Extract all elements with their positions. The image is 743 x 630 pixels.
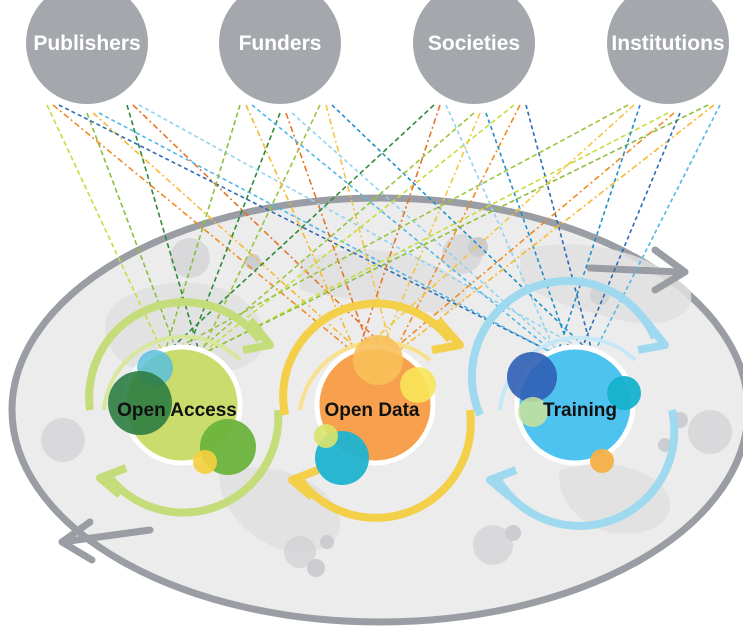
connection-line	[285, 112, 376, 366]
stakeholder-societies: Societies	[413, 0, 535, 104]
stakeholder-institutions: Institutions	[607, 0, 729, 104]
connection-line	[485, 112, 576, 366]
connection-line	[138, 104, 594, 356]
stakeholder-publishers: Publishers	[26, 0, 148, 104]
connection-line	[86, 112, 183, 366]
cycle-arrow-top-head	[651, 246, 689, 294]
stakeholder-label: Publishers	[33, 32, 140, 55]
connection-line	[163, 104, 241, 356]
connection-line	[251, 104, 558, 356]
connection-line	[199, 104, 515, 356]
hub-open-access: Open Access	[85, 298, 283, 517]
hub-label: Open Access	[117, 400, 237, 421]
connection-line	[52, 104, 358, 356]
connection-line	[356, 104, 441, 356]
stakeholder-funders: Funders	[219, 0, 341, 104]
connection-line	[163, 104, 435, 356]
connection-line	[98, 112, 576, 366]
connection-line	[291, 112, 576, 366]
connection-line	[445, 104, 558, 356]
hub-training: Training	[467, 276, 679, 530]
connection-line	[132, 104, 394, 356]
connection-line	[556, 104, 641, 356]
connection-line	[325, 104, 394, 356]
connection-line	[574, 112, 681, 366]
connection-line	[199, 104, 709, 356]
connection-line	[181, 112, 475, 366]
connection-line	[356, 104, 635, 356]
connection-line	[331, 104, 594, 356]
hub-label: Training	[543, 400, 617, 421]
stakeholder-label: Societies	[428, 32, 520, 55]
connection-line	[525, 104, 594, 356]
hub-label: Open Data	[324, 400, 419, 421]
connection-line	[181, 112, 669, 366]
cycle-ring	[467, 276, 659, 417]
cycle-ring	[85, 298, 264, 411]
stakeholder-label: Institutions	[611, 32, 724, 55]
connection-line	[126, 104, 201, 356]
stakeholder-label: Funders	[239, 32, 322, 55]
connection-line	[46, 104, 165, 356]
cycle-arrow-top	[586, 264, 684, 276]
hub-open-data: Open Data	[279, 299, 475, 522]
connection-line	[199, 104, 321, 356]
cycle-ring	[279, 299, 454, 416]
connection-line	[392, 104, 715, 356]
connection-line	[58, 104, 558, 356]
cycle-arrow-bottom	[58, 526, 154, 546]
connection-line	[592, 104, 721, 356]
